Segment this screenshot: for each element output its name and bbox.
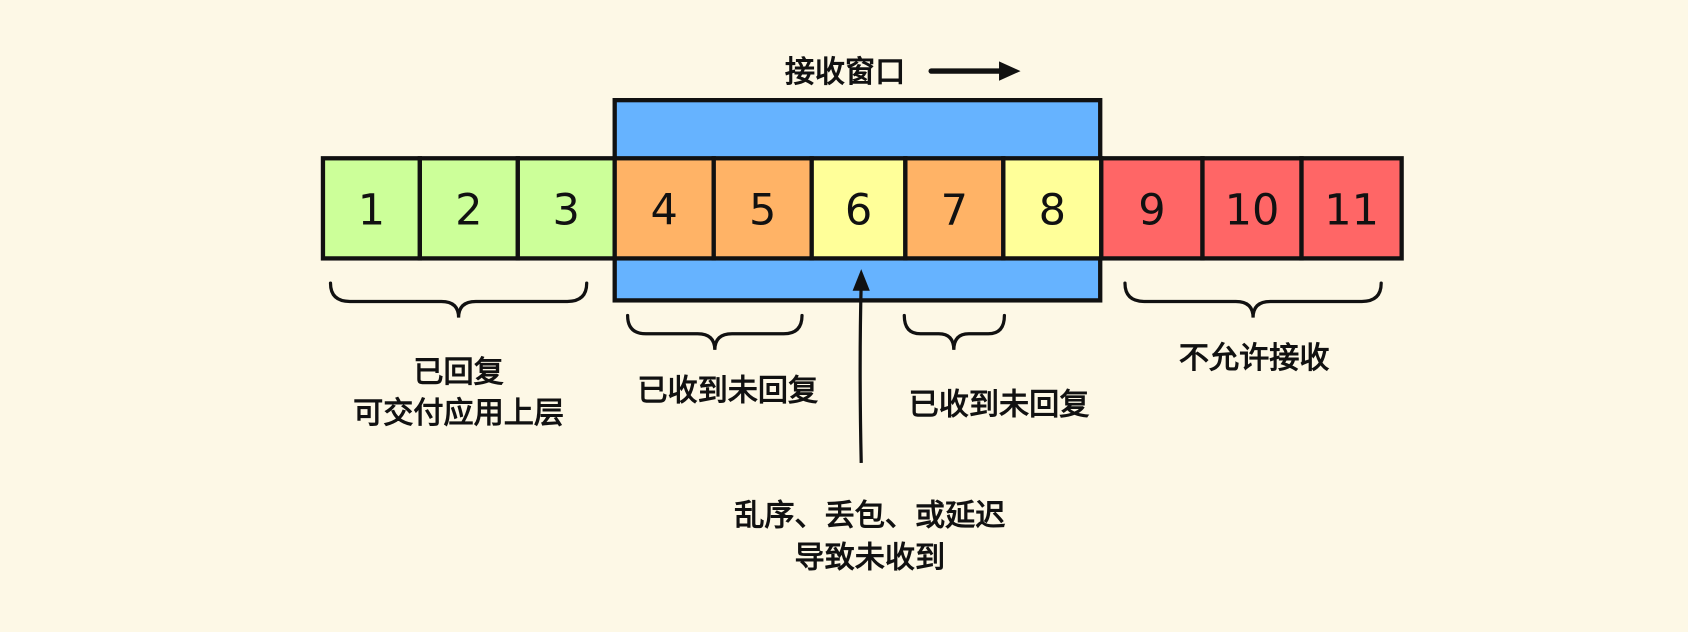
window-title: 接收窗口 (785, 54, 906, 90)
segment-cell-delivered (515, 156, 617, 261)
brace-acked (328, 281, 589, 318)
label-acked-line1: 已回复 (413, 355, 504, 390)
segment-cell-received (711, 156, 814, 261)
segment-number: 4 (651, 185, 678, 235)
brace-received-a (626, 313, 804, 350)
segment-cell-forbidden (1200, 156, 1304, 261)
missing-pointer-arrow-icon (852, 269, 870, 463)
segment-cell-missing (809, 156, 908, 261)
segment-cell-forbidden (1299, 156, 1404, 261)
segment-number: 8 (1039, 185, 1066, 235)
segment-number: 3 (553, 185, 580, 235)
segment-number: 5 (749, 185, 776, 235)
segment-number: 9 (1138, 185, 1165, 235)
segment-number: 1 (358, 185, 385, 235)
segment-number: 7 (941, 185, 968, 235)
label-missing-line1: 乱序、丢包、或延迟 (734, 497, 1005, 533)
segment-cell-forbidden (1099, 156, 1205, 261)
segment-number: 11 (1324, 185, 1379, 235)
brace-forbidden (1123, 281, 1383, 318)
brace-received-b (902, 313, 1007, 350)
segment-number: 6 (845, 185, 872, 235)
segment-cell-delivered (417, 156, 520, 261)
label-acked-line2: 可交付应用上层 (353, 395, 564, 431)
label-received-b: 已收到未回复 (909, 388, 1091, 423)
label-forbidden: 不允许接收 (1179, 340, 1330, 376)
segment-number: 10 (1225, 185, 1280, 235)
label-received-a: 已收到未回复 (637, 374, 819, 409)
segment-number: 2 (455, 185, 482, 235)
segment-row: 1 2 3 4 5 6 7 8 9 10 11 (320, 156, 1404, 261)
segment-cell-missing (1001, 156, 1104, 261)
window-direction-arrow-icon (928, 61, 1021, 81)
label-missing-line2: 导致未收到 (795, 540, 946, 575)
segment-cell-received (903, 156, 1006, 261)
